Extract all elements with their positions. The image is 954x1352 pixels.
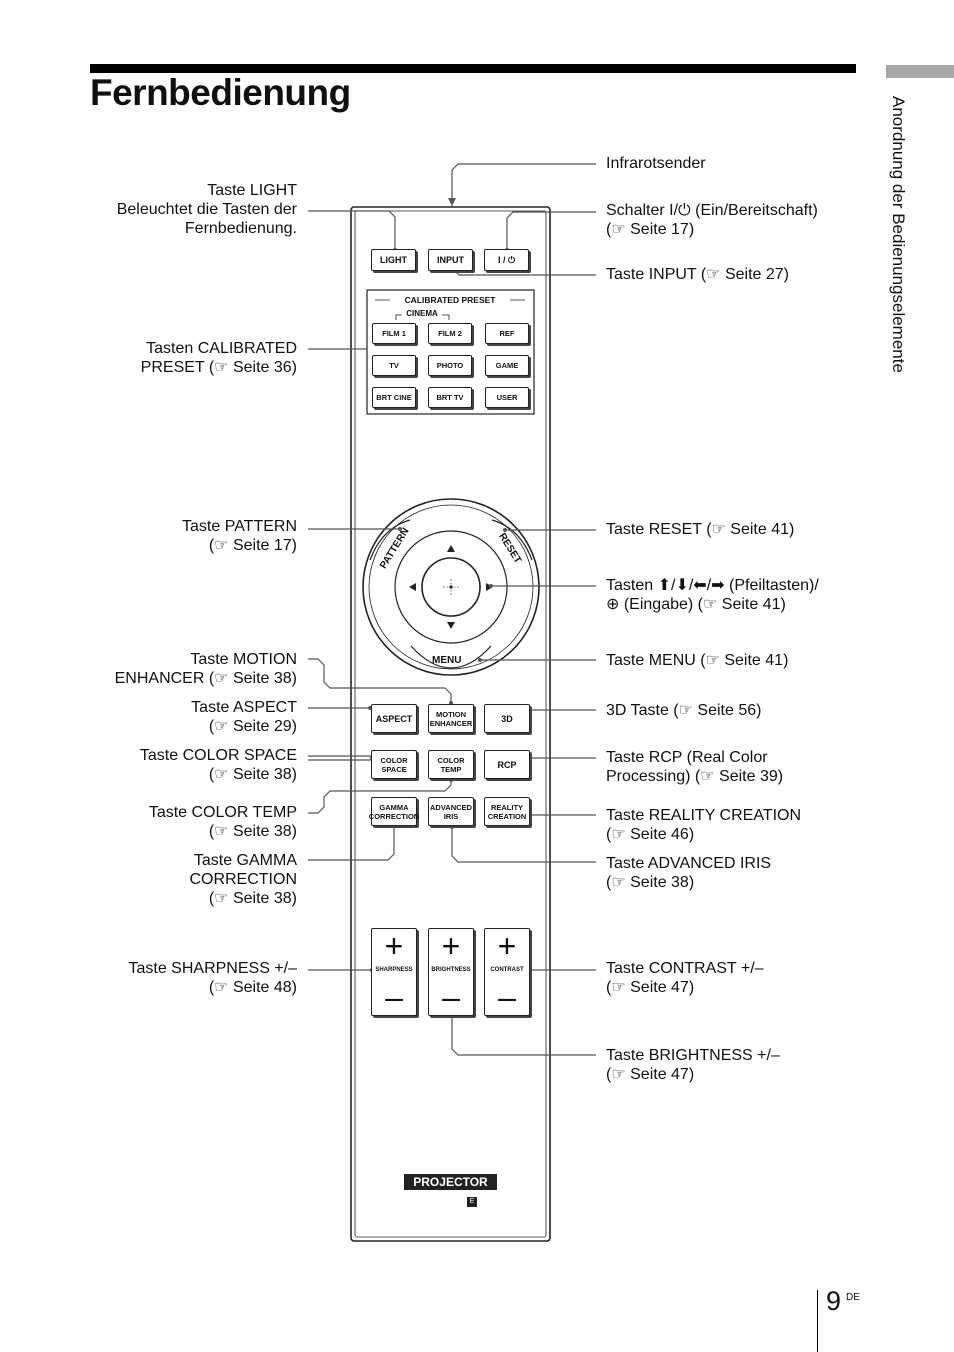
callout-lines bbox=[308, 163, 596, 1056]
label-menu: Taste MENU (☞ Seite 41) bbox=[606, 652, 789, 669]
label-adv-iris: Taste ADVANCED IRIS(☞ Seite 38) bbox=[606, 855, 772, 891]
e-logo: E bbox=[467, 1197, 477, 1207]
side-heading: Anordnung der Bedienungselemente bbox=[889, 96, 908, 373]
advanced-iris-button[interactable]: ADVANCED IRIS bbox=[428, 797, 474, 826]
brand-label: PROJECTOR bbox=[404, 1174, 497, 1190]
label-pattern: Taste PATTERN(☞ Seite 17) bbox=[182, 518, 297, 554]
preset-ref-button[interactable]: REF bbox=[485, 323, 529, 344]
plus-icon[interactable]: + bbox=[497, 928, 517, 964]
label-color-space: Taste COLOR SPACE(☞ Seite 38) bbox=[139, 747, 297, 783]
rcp-button[interactable]: RCP bbox=[484, 750, 530, 779]
gamma-correction-button[interactable]: GAMMA CORRECTION bbox=[369, 797, 419, 826]
sharpness-rocker[interactable]: + SHARPNESS – bbox=[371, 928, 417, 1016]
label-arrows: Tasten ⬆/⬇/⬅/➡ (Pfeiltasten)/⊕ (Eingabe)… bbox=[606, 577, 819, 613]
label-reality: Taste REALITY CREATION(☞ Seite 46) bbox=[606, 807, 802, 843]
minus-icon[interactable]: – bbox=[442, 979, 460, 1015]
reality-creation-button[interactable]: REALITY CREATION bbox=[484, 797, 530, 826]
page-number-rule bbox=[817, 1290, 818, 1352]
infrared-arrow bbox=[448, 198, 456, 206]
arrow-down-icon bbox=[447, 622, 455, 629]
page-title: Fernbedienung bbox=[90, 72, 351, 113]
page-number: 9 bbox=[826, 1286, 842, 1316]
preset-tv-button[interactable]: TV bbox=[372, 355, 416, 376]
label-color-temp: Taste COLOR TEMP(☞ Seite 38) bbox=[148, 804, 297, 840]
minus-icon[interactable]: – bbox=[498, 979, 516, 1015]
label-sharpness: Taste SHARPNESS +/–(☞ Seite 48) bbox=[128, 960, 297, 996]
plus-icon[interactable]: + bbox=[441, 928, 461, 964]
plus-icon[interactable]: + bbox=[384, 928, 404, 964]
minus-icon[interactable]: – bbox=[385, 979, 403, 1015]
color-space-button[interactable]: COLOR SPACE bbox=[371, 750, 417, 779]
contrast-label: CONTRAST bbox=[490, 967, 524, 973]
title-rule bbox=[90, 64, 856, 73]
cinema-heading: CINEMA bbox=[402, 309, 442, 318]
arrow-up-icon bbox=[447, 545, 455, 552]
color-temp-button[interactable]: COLOR TEMP bbox=[428, 750, 474, 779]
label-contrast: Taste CONTRAST +/–(☞ Seite 47) bbox=[606, 960, 764, 996]
preset-film2-button[interactable]: FILM 2 bbox=[428, 323, 472, 344]
menu-button[interactable]: MENU bbox=[432, 655, 462, 666]
preset-box bbox=[366, 289, 535, 415]
power-button[interactable]: I / ⏻ bbox=[484, 249, 529, 271]
section-tab bbox=[886, 65, 954, 78]
brightness-label: BRIGHTNESS bbox=[431, 967, 471, 973]
preset-brtcine-button[interactable]: BRT CINE bbox=[372, 387, 416, 408]
light-button[interactable]: LIGHT bbox=[371, 249, 416, 271]
label-3d: 3D Taste (☞ Seite 56) bbox=[606, 702, 762, 719]
input-button[interactable]: INPUT bbox=[428, 249, 473, 271]
brightness-rocker[interactable]: + BRIGHTNESS – bbox=[428, 928, 474, 1016]
sharpness-label: SHARPNESS bbox=[375, 967, 413, 973]
label-aspect: Taste ASPECT(☞ Seite 29) bbox=[191, 699, 297, 735]
3d-button[interactable]: 3D bbox=[484, 704, 530, 733]
preset-heading: CALIBRATED PRESET bbox=[390, 295, 510, 305]
motion-enhancer-button[interactable]: MOTION ENHANCER bbox=[428, 704, 474, 733]
label-infrared: Infrarotsender bbox=[606, 155, 706, 172]
preset-brttv-button[interactable]: BRT TV bbox=[428, 387, 472, 408]
label-brightness: Taste BRIGHTNESS +/–(☞ Seite 47) bbox=[606, 1047, 780, 1083]
label-power: Schalter I/⏻ (Ein/Bereitschaft)(☞ Seite … bbox=[606, 202, 818, 238]
page-suffix: DE bbox=[846, 1292, 860, 1303]
aspect-button[interactable]: ASPECT bbox=[371, 704, 417, 733]
remote-body-inner bbox=[354, 210, 547, 1238]
contrast-rocker[interactable]: + CONTRAST – bbox=[484, 928, 530, 1016]
preset-photo-button[interactable]: PHOTO bbox=[428, 355, 472, 376]
label-input: Taste INPUT (☞ Seite 27) bbox=[606, 266, 789, 283]
preset-game-button[interactable]: GAME bbox=[485, 355, 529, 376]
arrow-left-icon bbox=[409, 583, 416, 591]
preset-film1-button[interactable]: FILM 1 bbox=[372, 323, 416, 344]
preset-user-button[interactable]: USER bbox=[485, 387, 529, 408]
label-reset: Taste RESET (☞ Seite 41) bbox=[606, 521, 795, 538]
